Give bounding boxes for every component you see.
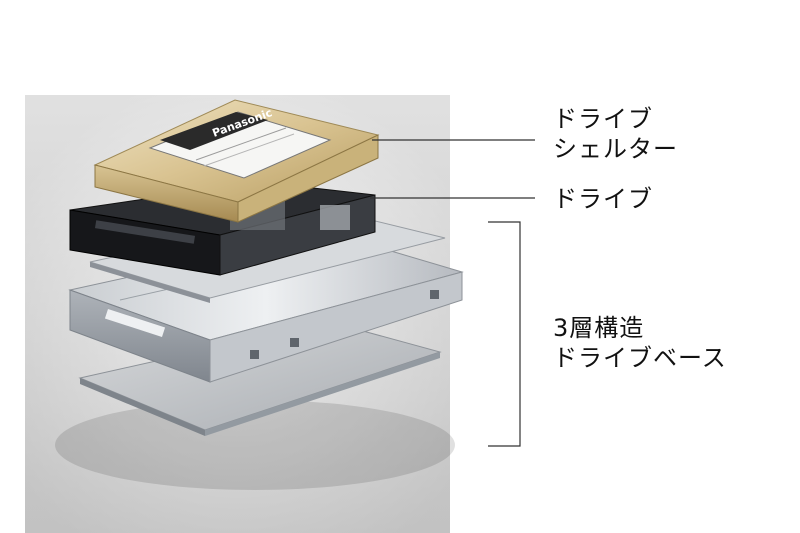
shelter-label-line1: ドライブ: [553, 105, 653, 133]
shelter-label: ドライブ シェルター: [553, 104, 678, 164]
base-label: 3層構造 ドライブベース: [553, 313, 727, 373]
base-bracket: [488, 221, 521, 447]
base-label-line2: ドライブベース: [553, 344, 727, 372]
base-frame-middle: [68, 232, 464, 383]
drive-shelter: Panasonic: [93, 99, 380, 223]
base-plate-bottom: [78, 321, 442, 436]
drive-label: ドライブ: [553, 185, 653, 213]
base-label-line1: 3層構造: [553, 314, 645, 342]
shelter-label-line2: シェルター: [553, 135, 678, 163]
